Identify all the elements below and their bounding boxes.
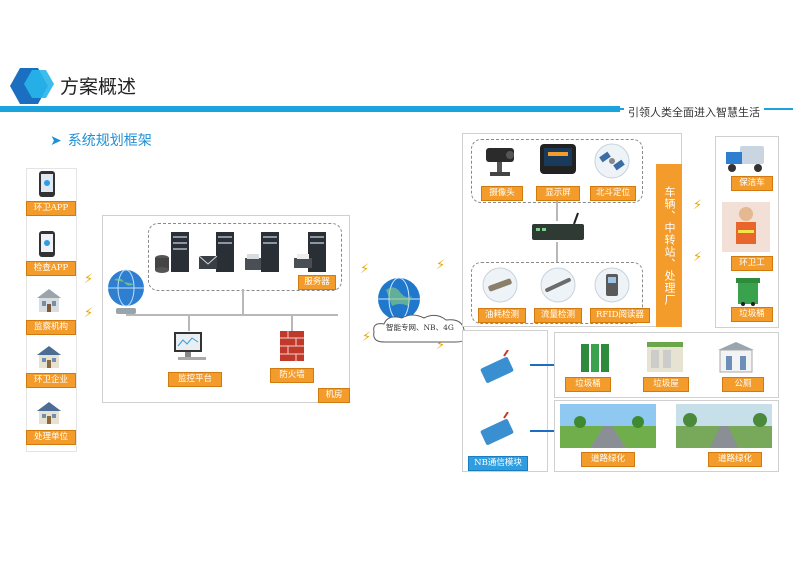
display-screen-icon bbox=[540, 144, 576, 174]
road-greening-image bbox=[560, 404, 656, 448]
server-icon bbox=[155, 232, 189, 273]
globe-network-icon bbox=[108, 269, 144, 314]
machine-room-label: 机房 bbox=[318, 388, 350, 403]
device-bottom-label-0: 油耗检测 bbox=[478, 308, 526, 323]
globe-icon bbox=[378, 277, 420, 321]
section-subtitle-text: 系统规划框架 bbox=[67, 133, 152, 149]
left-label-3: 环卫企业 bbox=[26, 373, 76, 388]
sanitation-worker-icon bbox=[722, 202, 770, 252]
nb-module-icon bbox=[480, 412, 514, 445]
flow-sensor-icon bbox=[540, 267, 576, 303]
monitor-platform-label: 监控平台 bbox=[168, 372, 222, 387]
house-icon bbox=[37, 402, 61, 424]
device-bottom-label-2: RFID阅读器 bbox=[590, 308, 650, 323]
lightning-icon: ⚡ bbox=[362, 330, 372, 345]
greening-label-1: 道路绿化 bbox=[708, 452, 762, 467]
fuel-sensor-icon bbox=[482, 267, 518, 303]
lightning-icon: ⚡ bbox=[360, 262, 370, 277]
slogan: 引领人类全面进入智慧生活 bbox=[624, 104, 764, 120]
vehicle-category-label: 车辆、中转站、处理厂 bbox=[656, 164, 682, 327]
network-bus bbox=[126, 314, 338, 316]
monitor-workstation-icon bbox=[174, 332, 206, 360]
storage-server-icon bbox=[245, 232, 279, 272]
facility-label-2: 公厕 bbox=[722, 377, 764, 392]
smartphone-icon bbox=[39, 171, 55, 197]
public-toilet-icon bbox=[718, 342, 754, 373]
arrow-icon: ➤ bbox=[50, 133, 62, 149]
firewall-icon bbox=[280, 331, 304, 361]
connector-line bbox=[242, 289, 244, 315]
device-bottom-label-1: 流量检测 bbox=[534, 308, 582, 323]
facility-label-1: 垃圾屋 bbox=[643, 377, 689, 392]
trash-bins-icon bbox=[581, 344, 609, 372]
connector-line bbox=[556, 242, 558, 264]
nb-module-label: NB通信模块 bbox=[468, 456, 528, 471]
logo-hexagon-icon bbox=[10, 68, 54, 104]
lightning-icon: ⚡ bbox=[436, 338, 446, 353]
vehicle-label-0: 保洁车 bbox=[731, 176, 773, 191]
device-top-label-2: 北斗定位 bbox=[590, 186, 636, 201]
greening-label-0: 道路绿化 bbox=[581, 452, 635, 467]
left-label-1: 检查APP bbox=[26, 261, 76, 276]
house-icon bbox=[37, 346, 61, 368]
section-subtitle: ➤ 系统规划框架 bbox=[50, 130, 152, 150]
building-icon bbox=[37, 289, 61, 312]
vehicle-label-2: 垃圾桶 bbox=[731, 307, 773, 322]
garbage-house-icon bbox=[647, 342, 683, 372]
road-greening-image bbox=[676, 404, 772, 448]
print-server-icon bbox=[294, 232, 326, 272]
page-title: 方案概述 bbox=[60, 76, 137, 98]
lightning-icon: ⚡ bbox=[693, 250, 703, 265]
vehicle-label-1: 环卫工 bbox=[731, 256, 773, 271]
lightning-icon: ⚡ bbox=[84, 272, 94, 287]
left-label-0: 环卫APP bbox=[26, 201, 76, 216]
left-label-4: 处理单位 bbox=[26, 430, 76, 445]
device-top-label-0: 摄像头 bbox=[481, 186, 523, 201]
camera-icon bbox=[486, 148, 514, 176]
server-label: 服务器 bbox=[298, 275, 336, 290]
cloud-icon bbox=[373, 314, 467, 343]
nb-module-icon bbox=[480, 350, 514, 383]
left-label-2: 监察机构 bbox=[26, 320, 76, 335]
mail-server-icon bbox=[198, 232, 234, 272]
lightning-icon: ⚡ bbox=[84, 306, 94, 321]
lightning-icon: ⚡ bbox=[436, 258, 446, 273]
device-top-label-1: 显示屏 bbox=[536, 186, 580, 201]
link-line bbox=[530, 430, 554, 432]
rfid-reader-icon bbox=[594, 267, 630, 303]
gateway-router-icon bbox=[532, 212, 584, 240]
satellite-icon bbox=[594, 143, 630, 179]
facility-label-0: 垃圾桶 bbox=[565, 377, 611, 392]
trash-bin-icon bbox=[736, 278, 760, 306]
lightning-icon: ⚡ bbox=[693, 198, 703, 213]
firewall-label: 防火墙 bbox=[270, 368, 314, 383]
smartphone-icon bbox=[39, 231, 55, 257]
connector-line bbox=[556, 201, 558, 221]
cleaning-vehicle-icon bbox=[726, 146, 764, 172]
cloud-label: 智能专网、NB、4G bbox=[386, 323, 454, 332]
header-divider bbox=[0, 106, 620, 112]
link-line bbox=[530, 364, 554, 366]
connector-line bbox=[291, 315, 293, 331]
connector-line bbox=[188, 315, 190, 331]
